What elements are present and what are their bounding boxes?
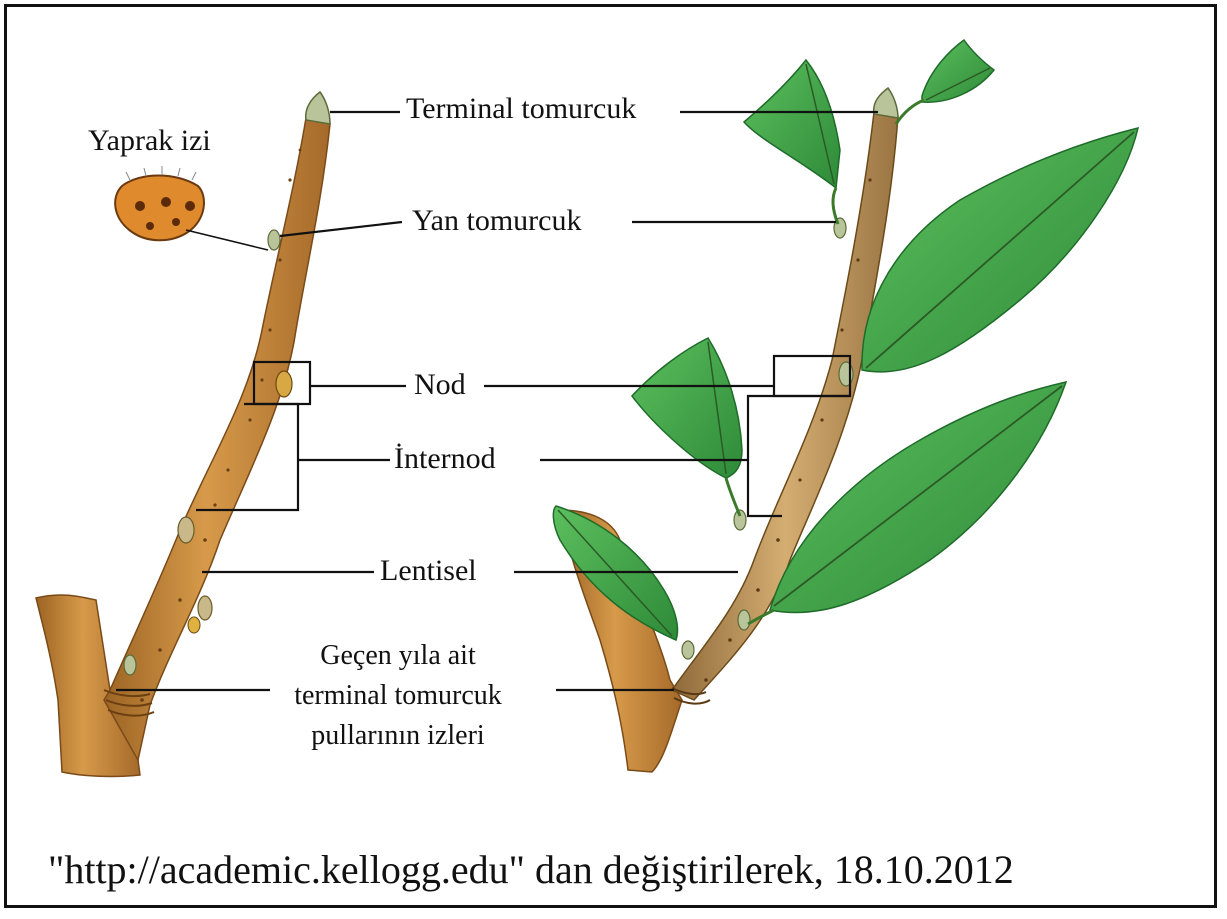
right-bud-4 [738, 610, 750, 630]
left-bud-5 [188, 617, 200, 633]
label-lateral-bud: Yan tomurcuk [410, 204, 583, 238]
left-bud-6 [124, 655, 136, 675]
left-bud-4 [198, 596, 212, 620]
leaf-middle-left [632, 338, 742, 478]
label-internode: İnternod [392, 442, 498, 476]
label-bud-scale-scars-line3: pullarının izleri [248, 716, 548, 756]
label-bud-scale-scars: Geçen yıla ait terminal tomurcuk pulları… [248, 636, 548, 756]
right-terminal-bud [874, 88, 898, 118]
label-node: Nod [412, 368, 468, 402]
label-terminal-bud: Terminal tomurcuk [404, 92, 638, 126]
source-note: "http://academic.kellogg.edu" dan değişt… [48, 846, 1014, 893]
label-lenticel: Lentisel [378, 554, 479, 588]
left-bud-3 [178, 517, 194, 543]
label-bud-scale-scars-line1: Geçen yıla ait [248, 636, 548, 676]
left-terminal-bud [306, 92, 330, 124]
right-bud-5 [682, 641, 694, 659]
leaf-scar-inset [115, 166, 268, 250]
label-leaf-scar: Yaprak izi [86, 124, 213, 158]
label-bud-scale-scars-line2: terminal tomurcuk [248, 676, 548, 716]
left-node-bud [276, 371, 292, 397]
leaf-top-left [744, 60, 840, 188]
left-lateral-bud [268, 230, 280, 250]
